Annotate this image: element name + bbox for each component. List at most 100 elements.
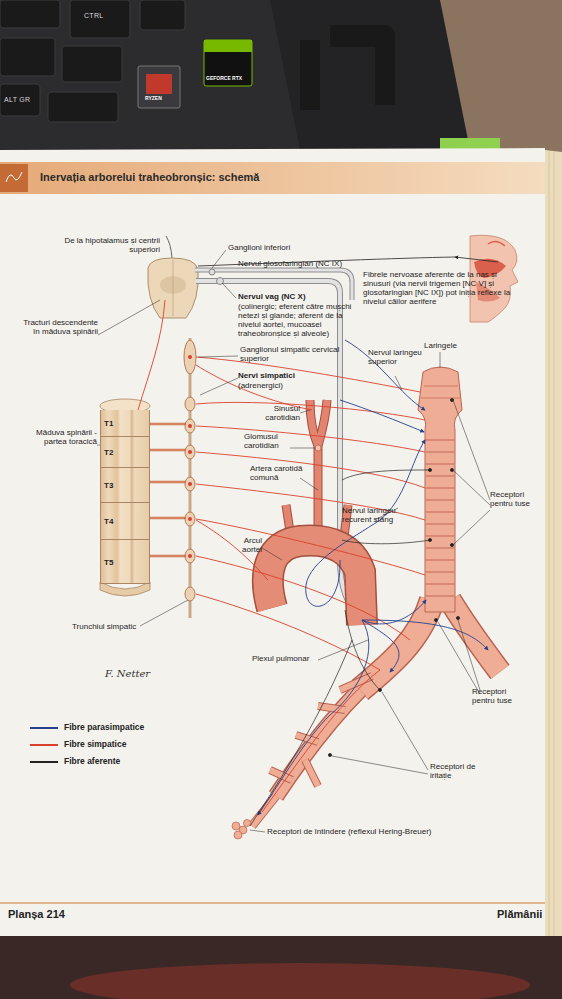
desk-background-part — [204, 40, 252, 86]
afferent-fibres-part — [378, 688, 381, 691]
legend-entry: Fibre simpatice — [30, 739, 180, 751]
anatomy-label: Arcul aortei — [222, 536, 262, 554]
leader-lines-part — [440, 352, 441, 368]
book-page-part — [549, 151, 550, 938]
book-page-part — [0, 162, 545, 194]
desk-background-part — [62, 46, 122, 82]
desk-background-part — [138, 66, 180, 108]
sympathetic-fibres-part — [196, 402, 425, 420]
spinal-segment: T2 — [100, 437, 150, 468]
leader-lines-part — [222, 283, 236, 298]
spinal-segment: T4 — [100, 503, 150, 540]
afferent-fibres-part — [345, 610, 380, 690]
book-page-part — [70, 963, 530, 999]
afferent-fibres-part — [428, 468, 431, 471]
desk-background-part — [0, 0, 60, 28]
page-number: Planșa 214 — [8, 908, 65, 920]
desk-background-part — [330, 25, 395, 105]
spinal-cord-thoracic — [100, 399, 186, 596]
airway-part — [426, 440, 454, 596]
spinal-cord-thoracic-part — [150, 424, 186, 556]
anatomy-label: Plexul pulmonar — [252, 654, 309, 663]
book-page-part — [0, 164, 28, 192]
legend-line-sample — [30, 727, 58, 729]
afferent-fibres-part — [342, 470, 430, 480]
leader-lines-part — [300, 410, 310, 413]
spinal-segment: T1 — [100, 410, 150, 437]
nerve-label: Nervi simpatici — [238, 371, 295, 380]
airway-part — [270, 676, 372, 786]
anatomy-label: Glomusul carotidian — [244, 432, 294, 450]
desk-background-part — [270, 0, 470, 150]
parasympathetic-fibres-part — [362, 620, 488, 650]
anatomy-label: Ganglionul simpatic cervical superior — [240, 345, 340, 363]
desk-background-part — [140, 0, 185, 30]
sympathetic-trunk-part — [188, 554, 192, 558]
anatomy-label: Trunchiul simpatic — [72, 622, 136, 631]
leader-lines-part — [250, 830, 265, 832]
sympathetic-trunk-part — [185, 512, 195, 526]
airway-part — [252, 796, 276, 826]
airway-part — [421, 386, 460, 398]
receptor-label: Receptori pentru tuse — [490, 490, 542, 508]
legend-line-sample — [30, 761, 58, 763]
leader-lines-part — [300, 478, 318, 490]
sympathetic-trunk-part — [188, 424, 192, 428]
afferent-fibres-part — [328, 753, 331, 756]
legend-text: Fibre simpatice — [64, 739, 126, 749]
desk-background-part — [300, 40, 320, 110]
anatomy-label: De la hipotalamus și centrii superiori — [60, 236, 160, 254]
parasympathetic-fibres-part — [306, 440, 425, 606]
leader-lines-part — [290, 448, 316, 449]
sympathetic-trunk — [184, 338, 196, 618]
nerve-description: (adrenergici) — [238, 381, 283, 390]
afferent-fibres — [250, 398, 460, 826]
nerve-label: Nervul vag (NC X) — [238, 292, 306, 301]
sympathetic-trunk-part — [185, 445, 195, 459]
parasympathetic-fibres-part — [258, 620, 369, 815]
brainstem-part — [173, 260, 174, 316]
sympathetic-fibres-part — [196, 426, 425, 452]
receptor-label: Receptori pentru tuse — [472, 687, 528, 705]
airway-part — [450, 600, 500, 672]
desk-background-part — [0, 38, 55, 76]
segment-label: T3 — [104, 481, 113, 490]
leader-lines-part — [200, 378, 238, 395]
sympathetic-fibres-part — [196, 452, 425, 488]
afferent-fibres-part — [456, 616, 459, 619]
receptor-label: Receptori de iritație — [430, 762, 486, 780]
note-text: Fibrele nervoase aferente de la nas și s… — [363, 270, 513, 306]
spinal-cord-thoracic-part — [100, 582, 150, 596]
afferent-fibres-part — [434, 618, 437, 621]
desk-background-part — [204, 40, 252, 52]
airway-part — [450, 600, 500, 672]
book-page-part — [545, 150, 562, 945]
desk-background-part — [146, 74, 172, 94]
nose-inset-part — [488, 241, 505, 246]
book-page-part — [0, 902, 545, 903]
airway-part — [232, 822, 240, 830]
legend-entry: Fibre parasimpatice — [30, 722, 180, 734]
book-page-part — [6, 172, 22, 182]
sympathetic-fibres-part — [196, 365, 312, 410]
leader-lines-part — [140, 600, 188, 626]
desk-background — [0, 0, 562, 160]
book-page — [0, 148, 562, 999]
afferent-fibres-part — [250, 640, 352, 826]
anatomy-label: Sinusul carotidian — [252, 404, 300, 422]
leader-lines-part — [98, 300, 160, 335]
page-title: Inervația arborelui traheobronșic: schem… — [40, 171, 259, 183]
sympathetic-fibres-part — [138, 300, 165, 410]
desk-background-part — [70, 0, 130, 38]
parasympathetic-fibres-part — [362, 620, 399, 672]
anatomy-label: Nervul laringeu recurent stâng — [342, 506, 398, 524]
sympathetic-trunk-part — [188, 517, 192, 521]
sticker-text: RYZEN — [145, 96, 162, 102]
cranial-nerves-part — [209, 269, 215, 275]
legend-entry: Fibre aferente — [30, 756, 180, 768]
segment-label: T4 — [104, 517, 113, 526]
legend-line-sample — [30, 744, 58, 746]
desk-background-part — [48, 92, 118, 122]
